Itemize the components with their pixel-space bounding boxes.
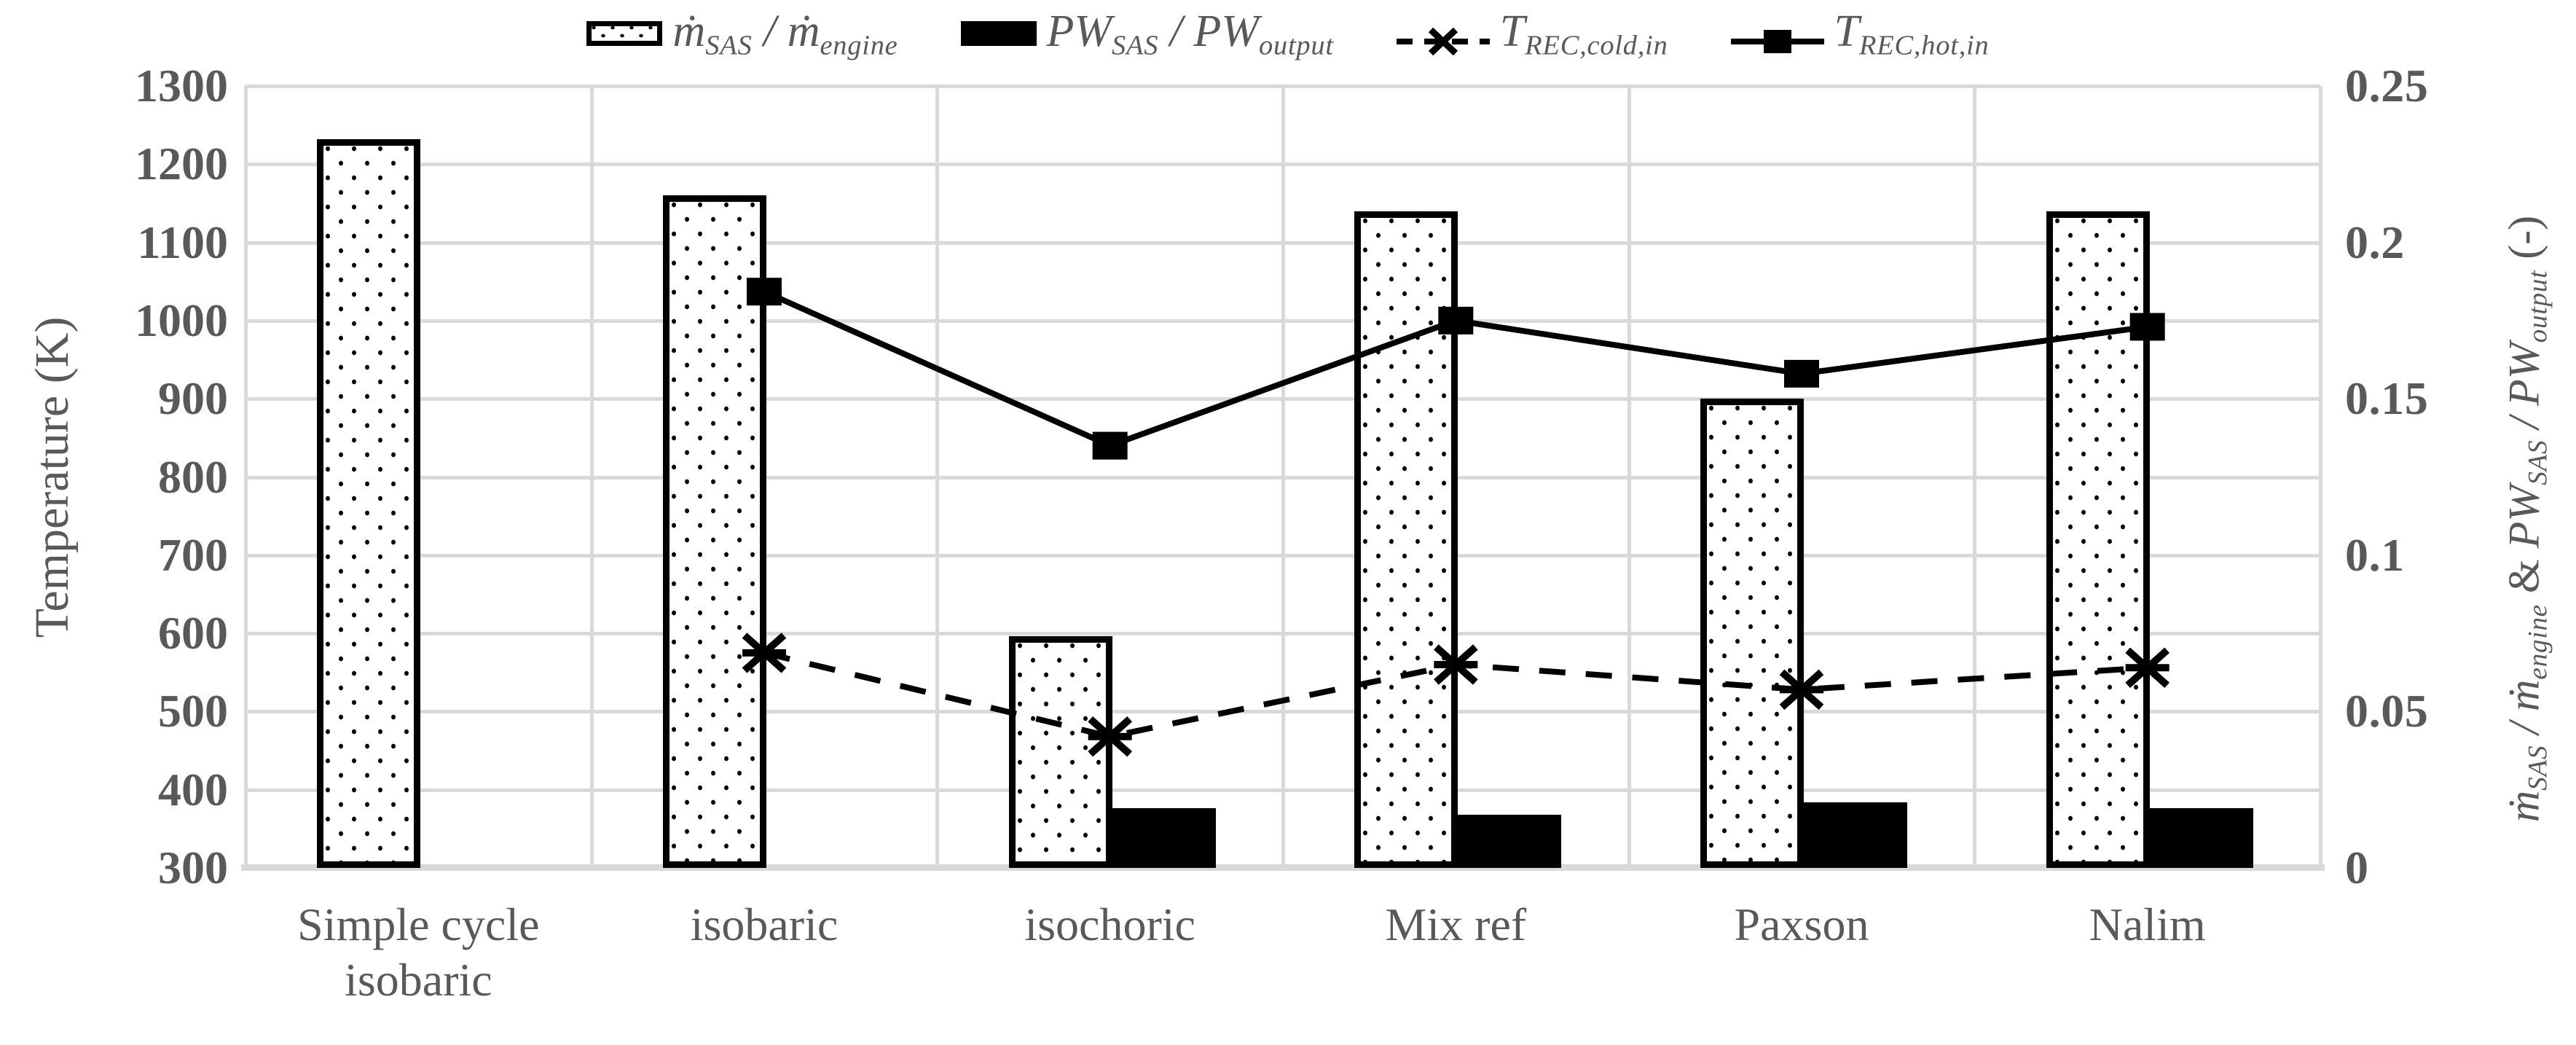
text-run: / PW [1158, 7, 1259, 56]
left-axis-tick-label: 600 [158, 607, 228, 660]
vertical-gridline [244, 86, 248, 868]
legend-item-m_ratio: ṁSAS / ṁengine [586, 6, 898, 62]
square-marker [1438, 306, 1474, 334]
right-axis-tick-label: 0 [2345, 842, 2369, 893]
black-bar-isochoric [1112, 808, 1216, 868]
right-axis-tick-label: 0.25 [2345, 60, 2429, 111]
text-run: output [2523, 270, 2553, 343]
left-axis-tick-label: 1200 [135, 138, 228, 190]
square-marker [1784, 359, 1819, 388]
right-axis-tick-label: 0.2 [2345, 216, 2405, 268]
dotted-bar-swatch [586, 21, 663, 47]
dotted-bar-nalim [2046, 211, 2150, 868]
text-run: (-) [2500, 215, 2548, 270]
category-label-isochoric: isochoric [1024, 899, 1195, 950]
legend-label-m_ratio: ṁSAS / ṁengine [672, 6, 898, 62]
left-axis-title: Temperature (K) [25, 316, 79, 638]
black-bar-nalim [2149, 808, 2253, 868]
legend-label-pw_ratio: PWSAS / PWoutput [1047, 6, 1334, 62]
square-marker [747, 278, 782, 306]
left-axis-tick-label: 1300 [135, 60, 228, 111]
left-axis-tick-label: 1000 [135, 294, 228, 346]
x-marker [2125, 647, 2169, 689]
text-run: engine [820, 30, 898, 61]
text-run: / ṁ [752, 7, 820, 56]
legend-item-t_rec_hot_in: TREC,hot,in [1730, 6, 1990, 62]
legend-item-t_rec_cold_in: TREC,cold,in [1396, 6, 1668, 62]
legend-line-glyph [1730, 30, 1824, 54]
legend-label-t_rec_hot_in: TREC,hot,in [1834, 6, 1990, 62]
left-axis-tick-label: 400 [158, 763, 228, 815]
black-bar-swatch [960, 21, 1037, 47]
solid-line-swatch [1730, 17, 1824, 54]
text-run: T [1834, 7, 1860, 56]
text-run: SAS [2523, 745, 2553, 791]
category-label-paxson: Paxson [1734, 899, 1869, 950]
square-marker [2129, 313, 2165, 341]
vertical-gridline [1627, 86, 1631, 868]
text-run: output [1258, 30, 1334, 61]
dotted-bar-paxson [1700, 399, 1804, 868]
left-axis-tick-label: 300 [158, 842, 228, 893]
vertical-gridline [2319, 86, 2322, 868]
black-bar-paxson [1804, 802, 1907, 868]
left-axis-tick-label: 800 [158, 450, 228, 503]
plot-area [241, 85, 2325, 871]
text-run: SAS [2523, 439, 2553, 485]
vertical-gridline [589, 86, 594, 868]
vertical-gridline [1973, 86, 1977, 868]
text-run: & [2500, 548, 2548, 605]
legend-x-marker [1428, 27, 1458, 56]
left-axis-tick-label: 900 [158, 372, 228, 425]
text-run: PW [1046, 7, 1112, 56]
text-run: REC,cold,in [1525, 30, 1668, 61]
vertical-gridline [1281, 86, 1285, 868]
right-axis-title: ṁSAS / ṁengine & PWSAS / PWoutput (-) [2499, 216, 2553, 822]
dotted-bar-mix-ref [1354, 211, 1458, 868]
text-run: PW [2500, 485, 2548, 549]
legend-item-pw_ratio: PWSAS / PWoutput [960, 6, 1334, 62]
text-run: ṁ [2500, 790, 2548, 823]
square-marker [1092, 431, 1128, 460]
vertical-gridline [935, 86, 940, 868]
category-label-isobaric: isobaric [690, 899, 839, 950]
x-marker [742, 633, 787, 673]
text-run: / ṁ [2500, 679, 2548, 745]
legend-line-glyph [1396, 27, 1490, 56]
text-run: T [1499, 7, 1525, 56]
category-label-mix-ref: Mix ref [1385, 899, 1527, 950]
right-axis-tick-label: 0.15 [2345, 372, 2429, 425]
text-run: ṁ [672, 7, 706, 56]
text-run: / PW [2500, 343, 2548, 440]
dotted-bar-isobaric [663, 195, 766, 868]
text-run: engine [2523, 604, 2553, 680]
dashed-line-swatch [1396, 17, 1490, 56]
legend-square-marker [1763, 30, 1791, 54]
category-label-simple-cycle-isobaric: Simple cycle isobaric [297, 899, 540, 1006]
right-axis-tick-label: 0.1 [2345, 528, 2405, 581]
text-run: SAS [705, 30, 753, 61]
text-run: SAS [1112, 30, 1159, 61]
x-marker [1434, 644, 1478, 685]
x-marker [1088, 716, 1132, 757]
black-bar-mix-ref [1458, 815, 1562, 868]
right-axis-tick-label: 0.05 [2345, 685, 2429, 737]
dotted-bar-simple-cycle-isobaric [317, 138, 421, 868]
left-axis-tick-label: 500 [158, 685, 228, 737]
temperature-lines-layer [742, 278, 2169, 757]
x-marker [1779, 669, 1824, 711]
category-label-nalim: Nalim [2089, 899, 2206, 950]
legend-label-t_rec_cold_in: TREC,cold,in [1500, 6, 1668, 62]
x-axis-line [241, 864, 2325, 871]
text-run: REC,hot,in [1859, 30, 1990, 61]
left-axis-tick-label: 1100 [137, 216, 228, 268]
left-axis-tick-label: 700 [158, 528, 228, 581]
